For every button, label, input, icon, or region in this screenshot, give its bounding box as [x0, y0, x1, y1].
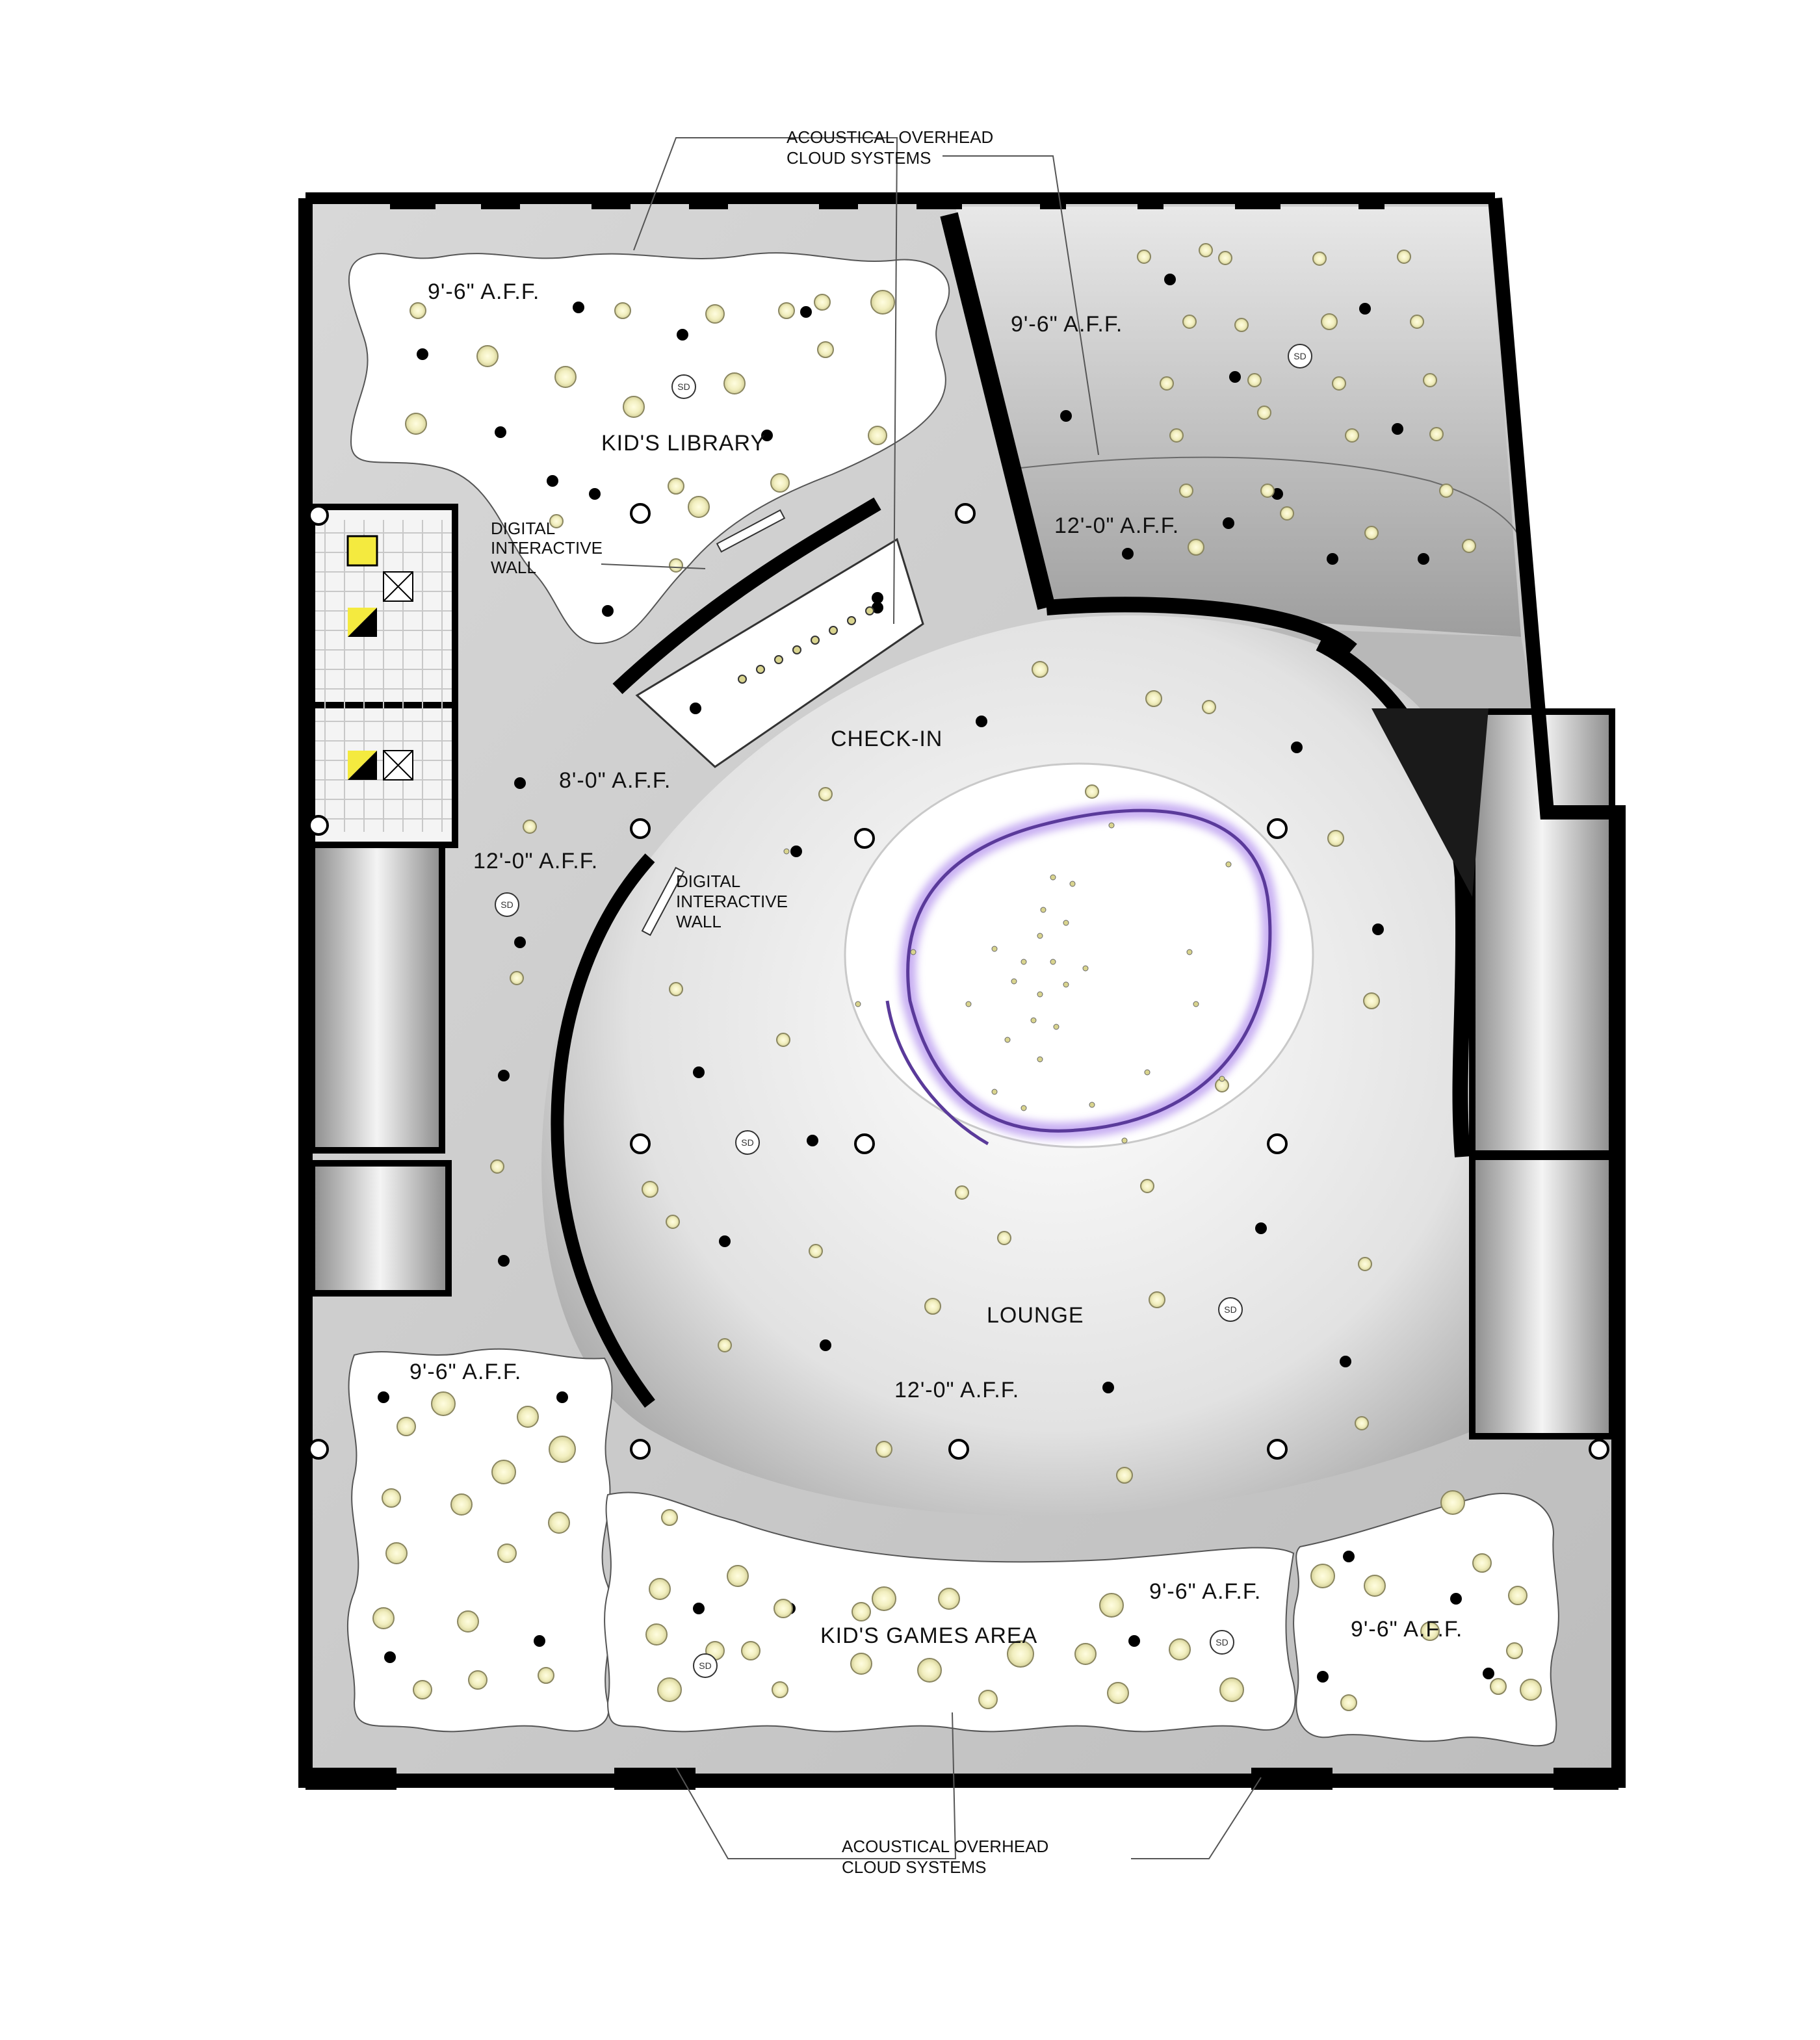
svg-text:CLOUD SYSTEMS: CLOUD SYSTEMS	[786, 148, 931, 168]
window-mullions-top	[390, 192, 1384, 209]
callout-acoustical-bottom: ACOUSTICAL OVERHEAD CLOUD SYSTEMS	[842, 1837, 1048, 1877]
smoke-detectors: SD SD SD SD SD SD SD	[495, 344, 1312, 1678]
svg-text:SD: SD	[500, 899, 513, 910]
storage-room-1	[309, 842, 445, 1154]
callout-digital-wall-2: DIGITAL INTERACTIVE WALL	[676, 872, 788, 931]
ne-cloud-edge	[1020, 456, 1523, 553]
smoke-detector: SD	[1210, 1630, 1234, 1655]
callout-acoustical-top: ACOUSTICAL OVERHEAD CLOUD SYSTEMS	[786, 127, 993, 168]
height-label-lounge: 12'-0" A.F.F.	[894, 1378, 1019, 1402]
height-label-corridor-low: 8'-0" A.F.F.	[559, 768, 671, 793]
svg-text:INTERACTIVE: INTERACTIVE	[676, 892, 788, 911]
led-ring	[885, 802, 1279, 1146]
storage-room-2	[309, 1160, 452, 1297]
svg-text:SD: SD	[677, 381, 690, 392]
east-room-2	[1469, 1154, 1615, 1440]
svg-text:SD: SD	[1216, 1637, 1228, 1647]
svg-text:DIGITAL: DIGITAL	[491, 519, 555, 538]
height-label-games-cloud: 9'-6" A.F.F.	[1149, 1579, 1261, 1604]
svg-text:WALL: WALL	[491, 558, 536, 577]
oculus-star-lights	[783, 822, 1232, 1144]
svg-text:SD: SD	[699, 1660, 711, 1671]
svg-text:INTERACTIVE: INTERACTIVE	[491, 538, 603, 558]
check-in-desk	[635, 537, 924, 768]
ne-entry	[1372, 708, 1488, 897]
room-label-kids-games-area: KID'S GAMES AREA	[820, 1623, 1037, 1648]
smoke-detector: SD	[495, 892, 519, 917]
restroom-block	[309, 504, 458, 848]
svg-text:SD: SD	[1224, 1304, 1236, 1315]
sw-cloud	[346, 1348, 613, 1733]
library-cloud	[348, 252, 950, 645]
svg-text:SD: SD	[1294, 351, 1306, 361]
smoke-detector: SD	[693, 1653, 718, 1678]
digital-wall-panel-1	[716, 509, 786, 553]
svg-text:SD: SD	[741, 1137, 753, 1148]
smoke-detector: SD	[1218, 1297, 1243, 1322]
pendant-lights	[372, 243, 1542, 1711]
smoke-detector: SD	[1288, 344, 1312, 368]
column-markers	[308, 503, 1609, 1460]
callout-digital-wall-1: DIGITAL INTERACTIVE WALL	[491, 519, 603, 577]
svg-text:DIGITAL: DIGITAL	[676, 872, 740, 891]
height-label-library: 9'-6" A.F.F.	[428, 279, 540, 304]
svg-text:ACOUSTICAL OVERHEAD: ACOUSTICAL OVERHEAD	[786, 127, 993, 147]
svg-text:CLOUD SYSTEMS: CLOUD SYSTEMS	[842, 1857, 987, 1877]
height-label-ne-cloud: 9'-6" A.F.F.	[1011, 312, 1123, 337]
room-label-kids-library: KID'S LIBRARY	[601, 431, 766, 456]
room-label-lounge: LOUNGE	[987, 1303, 1084, 1328]
ne-room-ceiling	[956, 207, 1521, 637]
height-label-sw-cloud: 9'-6" A.F.F.	[410, 1360, 521, 1384]
height-label-ne-ceiling: 12'-0" A.F.F.	[1054, 513, 1179, 538]
smoke-detector: SD	[735, 1130, 760, 1155]
room-label-check-in: CHECK-IN	[831, 727, 942, 751]
check-in-desk-lights	[738, 606, 874, 684]
leader-lines	[601, 137, 1262, 1859]
window-mullions-bottom	[306, 1768, 1618, 1790]
downlights	[378, 274, 1494, 1683]
svg-text:ACOUSTICAL OVERHEAD: ACOUSTICAL OVERHEAD	[842, 1837, 1048, 1856]
smoke-detector: SD	[671, 374, 696, 399]
svg-text:WALL: WALL	[676, 912, 722, 931]
height-label-se-cloud: 9'-6" A.F.F.	[1351, 1617, 1462, 1642]
height-label-corridor: 12'-0" A.F.F.	[473, 849, 598, 873]
digital-wall-panel-2	[641, 866, 685, 936]
games-cloud	[604, 1491, 1296, 1733]
